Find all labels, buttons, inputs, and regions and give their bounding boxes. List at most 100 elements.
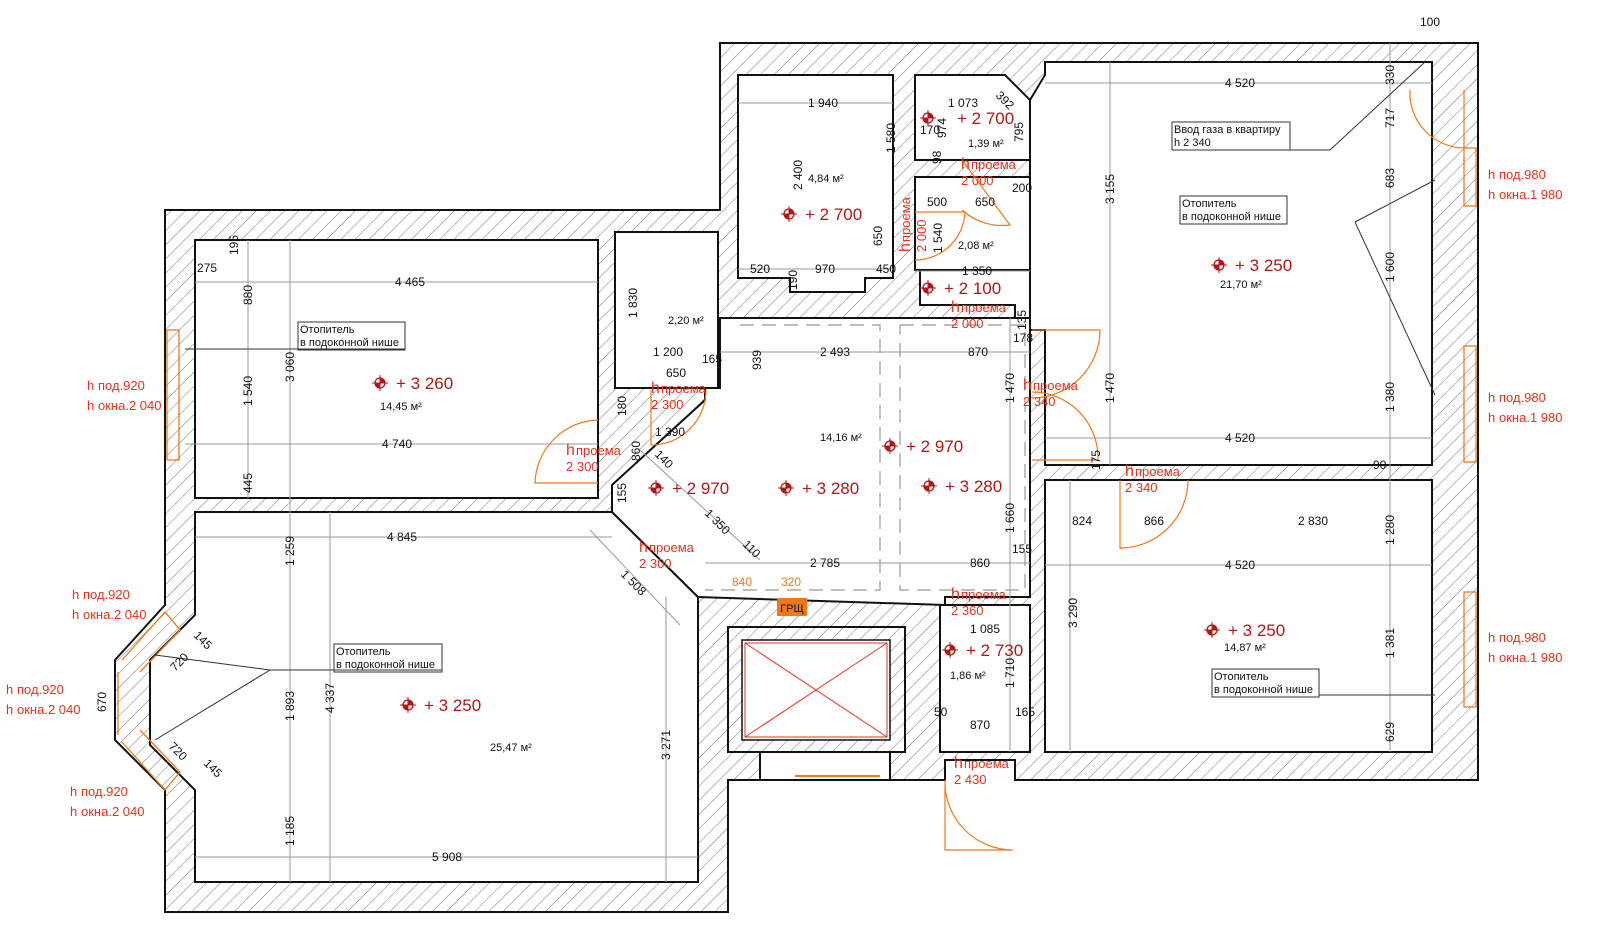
opening-h-label: проема bbox=[898, 196, 913, 242]
dimension-label: 175 bbox=[1089, 450, 1103, 470]
sill-height: под.920 bbox=[83, 587, 130, 602]
window-height: окна.1 980 bbox=[1499, 410, 1562, 425]
level-mark: + 2 700 bbox=[805, 205, 862, 224]
sill-height: под.920 bbox=[81, 784, 128, 799]
heater-note: Отопитель в подоконной нише bbox=[297, 321, 406, 351]
window-h-symbol: h bbox=[1488, 390, 1495, 405]
dimension-label: 860 bbox=[970, 556, 990, 570]
dimension-label: 180 bbox=[615, 396, 629, 416]
heater-note: Отопитель в подоконной нише bbox=[1211, 668, 1320, 698]
opening-h-label: проема bbox=[961, 300, 1007, 315]
opening-h-symbol: h bbox=[1023, 377, 1032, 394]
level-marker-icon bbox=[1204, 622, 1220, 638]
level-marker-icon bbox=[778, 480, 794, 496]
panel-label: ГРЩ bbox=[780, 603, 804, 615]
dimension-label: 520 bbox=[750, 262, 770, 276]
opening-h-symbol: h bbox=[1125, 463, 1134, 480]
level-mark: + 3 250 bbox=[424, 696, 481, 715]
level-marker-icon bbox=[921, 478, 937, 494]
opening-h-symbol: h bbox=[951, 299, 960, 316]
room-hall bbox=[611, 317, 1031, 607]
opening-h-label: проема bbox=[961, 587, 1007, 602]
opening-height-value: 2 360 bbox=[951, 603, 984, 618]
level-marker-icon bbox=[400, 697, 416, 713]
dimension-label: 98 bbox=[930, 150, 944, 164]
level-marker-icon bbox=[648, 480, 664, 496]
dimension-label: 1 660 bbox=[1003, 503, 1017, 533]
gas-note-line: Ввод газа в квартиру bbox=[1174, 124, 1281, 136]
dimension-label: 1 390 bbox=[655, 425, 685, 439]
dimension-label: 165 bbox=[1015, 705, 1035, 719]
dimension-label: 3 155 bbox=[1103, 174, 1117, 204]
level-marker-icon bbox=[920, 280, 936, 296]
window-h-symbol: h bbox=[1488, 410, 1495, 425]
dimension-label: 1 085 bbox=[970, 622, 1000, 636]
dimension-label: 2 493 bbox=[820, 345, 850, 359]
dimension-label: 275 bbox=[197, 261, 217, 275]
opening-height-value: 2 000 bbox=[951, 316, 984, 331]
dimension-label: 650 bbox=[975, 195, 995, 209]
opening-height-value: 2 340 bbox=[1125, 480, 1158, 495]
dimension-label: 1 381 bbox=[1383, 628, 1397, 658]
dimension-label: 939 bbox=[750, 350, 764, 370]
opening-h-label: проема bbox=[576, 443, 622, 458]
doors bbox=[534, 89, 1465, 851]
windows bbox=[117, 147, 1477, 791]
dimension-label: 1 073 bbox=[948, 96, 978, 110]
dimension-label: 4 337 bbox=[323, 683, 337, 713]
dimension-label: 5 908 bbox=[432, 850, 462, 864]
room-entrance bbox=[939, 604, 1031, 753]
dimension-label: 330 bbox=[1383, 65, 1397, 85]
opening-h-symbol: h bbox=[566, 442, 575, 459]
window-height: окна.1 980 bbox=[1499, 650, 1562, 665]
level-marks: + 3 260+ 3 250+ 2 700+ 2 700+ 2 100+ 2 9… bbox=[372, 109, 1292, 715]
dimension-label: 4 465 bbox=[395, 275, 425, 289]
room-area-label: 1,39 м² bbox=[968, 138, 1004, 150]
dimension-label: 100 bbox=[1420, 15, 1440, 29]
room-storage bbox=[737, 74, 894, 293]
opening-height-value: 2 300 bbox=[639, 556, 672, 571]
dimension-label: 1 350 bbox=[962, 264, 992, 278]
level-mark: + 3 280 bbox=[802, 479, 859, 498]
dimension-label: 3 290 bbox=[1066, 598, 1080, 628]
opening-h-symbol: h bbox=[651, 380, 660, 397]
dimension-label: 860 bbox=[629, 441, 643, 461]
dimension-label: 650 bbox=[666, 366, 686, 380]
dimension-label: 870 bbox=[968, 345, 988, 359]
dimension-label: 970 bbox=[815, 262, 835, 276]
notes: Отопитель в подоконной нише Отопитель в … bbox=[297, 121, 1320, 698]
window-h-symbol: h bbox=[72, 607, 79, 622]
room-area-label: 4,84 м² bbox=[808, 173, 844, 185]
dimension-label: 195 bbox=[227, 235, 241, 255]
window-h-symbol: h bbox=[72, 587, 79, 602]
window-height: окна.2 040 bbox=[98, 398, 161, 413]
window-height: окна.2 040 bbox=[81, 804, 144, 819]
sill-height: под.980 bbox=[1499, 630, 1546, 645]
dimension-label: 2 785 bbox=[810, 556, 840, 570]
room-area-label: 14,87 м² bbox=[1224, 642, 1266, 654]
note-line: Отопитель bbox=[336, 646, 391, 658]
dimension-label: 90 bbox=[1373, 458, 1387, 472]
opening-h-label: проема bbox=[964, 756, 1010, 771]
sill-height: под.980 bbox=[1499, 390, 1546, 405]
dimension-label: 880 bbox=[241, 285, 255, 305]
opening-h-symbol: h bbox=[954, 755, 963, 772]
opening-h-symbol: h bbox=[639, 539, 648, 556]
opening-height-value: 2 000 bbox=[914, 219, 929, 252]
window-h-symbol: h bbox=[70, 784, 77, 799]
dimension-label: 840 bbox=[732, 575, 752, 589]
opening-h-label: проема bbox=[1135, 464, 1181, 479]
dimension-label: 1 940 bbox=[808, 96, 838, 110]
level-marker-icon bbox=[372, 375, 388, 391]
opening-h-label: проема bbox=[971, 157, 1017, 172]
room-area-label: 2,08 м² bbox=[958, 240, 994, 252]
dimension-label: 1 580 bbox=[884, 123, 898, 153]
